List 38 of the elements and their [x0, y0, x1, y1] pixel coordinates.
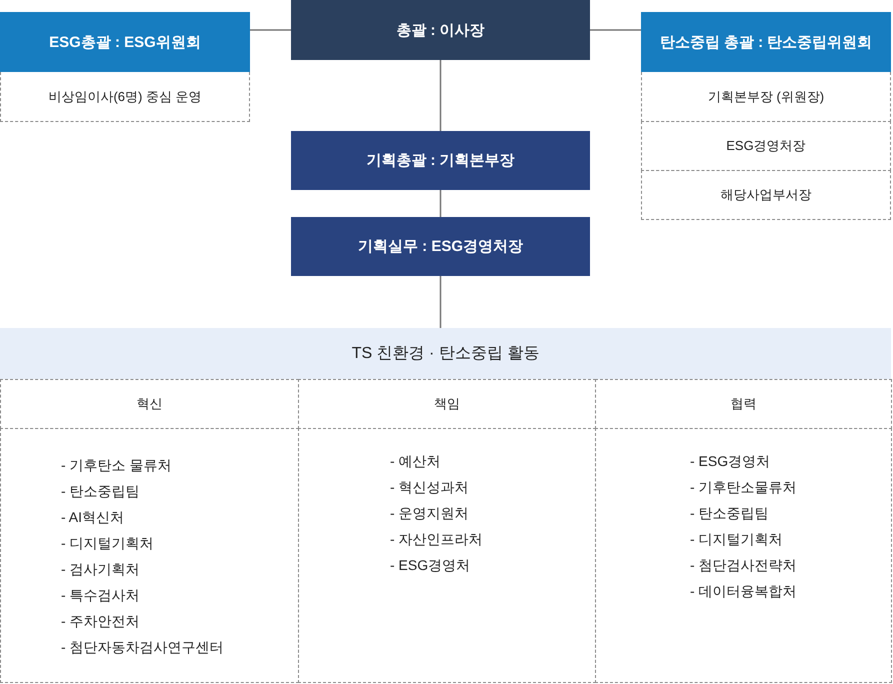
- info-box: ESG경영처장: [641, 121, 891, 171]
- list-item: - 데이터융복합처: [690, 582, 797, 601]
- info-box: 해당사업부서장: [641, 170, 891, 220]
- list-panel: [595, 428, 892, 683]
- column-header: 협력: [595, 379, 892, 429]
- connector-line: [590, 29, 641, 31]
- list-item: - ESG경영처: [390, 556, 470, 575]
- list-item: - 자산인프라처: [390, 530, 483, 549]
- header-box: 탄소중립 총괄 : 탄소중립위원회: [641, 12, 891, 72]
- list-item: - 운영지원처: [390, 504, 469, 523]
- connector-line: [440, 276, 442, 328]
- list-item: - 첨단자동차검사연구센터: [61, 638, 224, 657]
- header-box: 기획실무 : ESG경영처장: [291, 217, 590, 276]
- list-item: - 첨단검사전략처: [690, 556, 797, 575]
- connector-line: [250, 29, 291, 31]
- column-header: 혁신: [0, 379, 299, 429]
- banner: TS 친환경 · 탄소중립 활동: [0, 328, 891, 379]
- list-item: - 디지털기획처: [61, 534, 154, 553]
- list-item: - 특수검사처: [61, 586, 140, 605]
- info-box: 기획본부장 (위원장): [641, 72, 891, 122]
- list-item: - 혁신성과처: [390, 478, 469, 497]
- list-item: - AI혁신처: [61, 508, 124, 527]
- list-item: - 주차안전처: [61, 612, 140, 631]
- list-item: - 예산처: [390, 452, 441, 471]
- connector-line: [440, 190, 442, 217]
- connector-line: [440, 60, 442, 131]
- list-item: - 탄소중립팀: [61, 482, 140, 501]
- list-item: - 기후탄소 물류처: [61, 456, 172, 475]
- list-panel: [0, 428, 299, 683]
- list-item: - 탄소중립팀: [690, 504, 769, 523]
- info-box: 비상임이사(6명) 중심 운영: [0, 72, 250, 122]
- header-box: 기획총괄 : 기획본부장: [291, 131, 590, 190]
- header-box: ESG총괄 : ESG위원회: [0, 12, 250, 72]
- list-item: - 검사기획처: [61, 560, 140, 579]
- list-item: - 기후탄소물류처: [690, 478, 797, 497]
- header-box: 총괄 : 이사장: [291, 0, 590, 60]
- list-item: - 디지털기획처: [690, 530, 783, 549]
- list-item: - ESG경영처: [690, 452, 770, 471]
